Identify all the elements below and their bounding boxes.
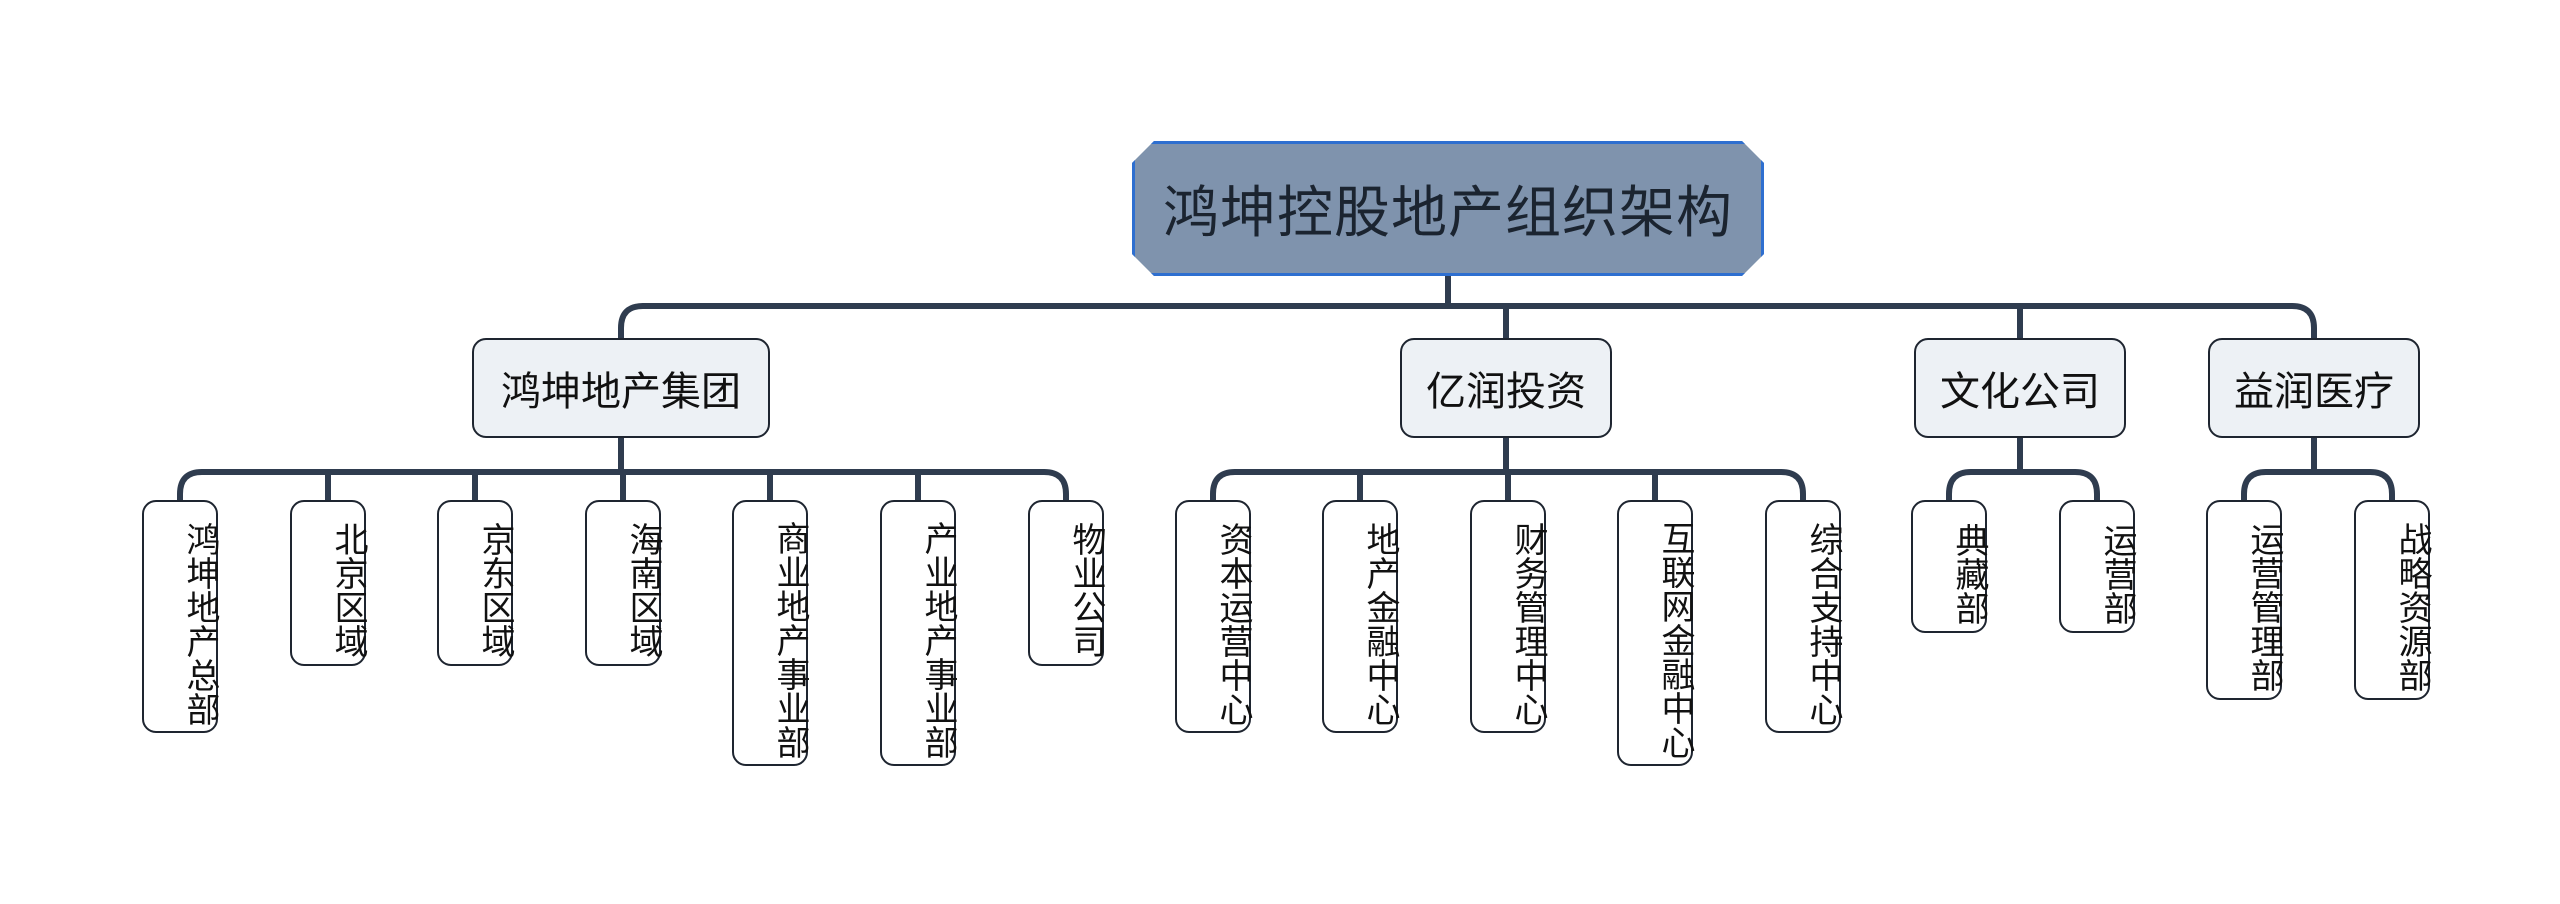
child-node[interactable]: 海南区域 [585, 500, 663, 666]
branch2-connector-drop [2072, 469, 2100, 503]
child-label: 战略资源部 [2392, 522, 2432, 692]
branch1-connector-drop [1210, 469, 1238, 503]
child-label: 财务管理中心 [1508, 521, 1548, 726]
child-node[interactable]: 互联网金融中心 [1617, 500, 1695, 766]
branch1-connector-drop [1778, 469, 1806, 503]
child-label: 地产金融中心 [1360, 521, 1400, 726]
child-label: 综合支持中心 [1803, 521, 1843, 726]
child-label: 产业地产事业部 [918, 521, 958, 759]
child-label: 互联网金融中心 [1655, 521, 1695, 759]
child-node[interactable]: 财务管理中心 [1470, 500, 1548, 733]
child-label: 北京区域 [328, 522, 368, 658]
child-node[interactable]: 北京区域 [290, 500, 368, 666]
child-node[interactable]: 资本运营中心 [1175, 500, 1253, 733]
branch-hongkun-real-estate-group[interactable]: 鸿坤地产集团 [472, 338, 770, 438]
root-title: 鸿坤控股地产组织架构 [1163, 181, 1733, 246]
branch-yirun-medical[interactable]: 益润医疗 [2208, 338, 2420, 438]
child-label: 物业公司 [1066, 522, 1106, 658]
child-label: 海南区域 [623, 522, 663, 658]
branch-culture-company[interactable]: 文化公司 [1914, 338, 2126, 438]
branch2-connector-drop [1946, 469, 1974, 503]
child-label: 资本运营中心 [1213, 521, 1253, 726]
root-node[interactable]: 鸿坤控股地产组织架构 [1132, 141, 1764, 276]
child-node[interactable]: 鸿坤地产总部 [142, 500, 220, 733]
child-node[interactable]: 地产金融中心 [1322, 500, 1400, 733]
child-node[interactable]: 物业公司 [1028, 500, 1106, 666]
branch-label: 亿润投资 [1426, 369, 1586, 415]
branch0-connector-drop [177, 469, 205, 503]
branch3-connector-drop [2241, 469, 2269, 503]
child-node[interactable]: 综合支持中心 [1765, 500, 1843, 733]
root-connector-drop [618, 303, 646, 341]
child-label: 典藏部 [1949, 522, 1989, 625]
branch-label: 鸿坤地产集团 [501, 369, 741, 415]
child-node[interactable]: 京东区域 [437, 500, 515, 666]
branch-label: 文化公司 [1940, 369, 2100, 415]
child-label: 运营部 [2097, 522, 2137, 625]
child-node[interactable]: 战略资源部 [2354, 500, 2432, 700]
child-label: 运营管理部 [2244, 522, 2284, 692]
child-node[interactable]: 商业地产事业部 [732, 500, 810, 766]
child-label: 京东区域 [475, 522, 515, 658]
branch-label: 益润医疗 [2234, 369, 2394, 415]
child-label: 商业地产事业部 [770, 521, 810, 759]
child-label: 鸿坤地产总部 [180, 521, 220, 726]
child-node[interactable]: 运营管理部 [2206, 500, 2284, 700]
branch0-connector-drop [1041, 469, 1069, 503]
child-node[interactable]: 典藏部 [1911, 500, 1989, 633]
child-node[interactable]: 产业地产事业部 [880, 500, 958, 766]
branch-yirun-investment[interactable]: 亿润投资 [1400, 338, 1612, 438]
child-node[interactable]: 运营部 [2059, 500, 2137, 633]
branch3-connector-drop [2367, 469, 2395, 503]
root-connector-drop [2289, 303, 2317, 341]
